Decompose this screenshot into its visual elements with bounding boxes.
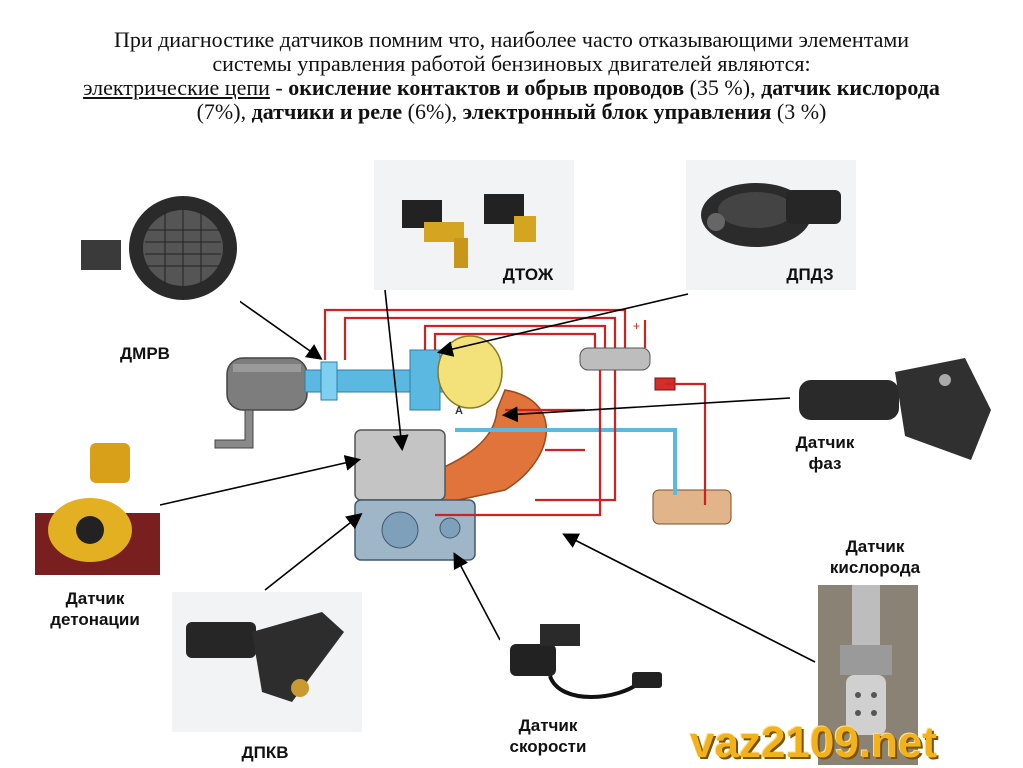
dpdz-label: ДПДЗ bbox=[786, 265, 834, 284]
arrow-dpdz bbox=[436, 293, 689, 357]
mass-air-flow-sensor-icon bbox=[81, 196, 237, 300]
wiring-harness bbox=[323, 308, 707, 517]
speed-sensor-icon bbox=[510, 624, 662, 699]
crankshaft-sensor-icon bbox=[186, 612, 344, 702]
fuel-line bbox=[455, 428, 677, 495]
oxygen-sensor-icon bbox=[840, 585, 892, 735]
heading-pct-3: (3 %) bbox=[771, 99, 827, 124]
heading-electric-circuits: электрические цепи bbox=[83, 75, 270, 100]
heading-ecu: электронный блок управления bbox=[462, 99, 772, 124]
intake-pipe-icon bbox=[304, 349, 456, 411]
dmrv-label: ДМРВ bbox=[120, 344, 170, 363]
speed-sensor-label-line1: Датчик bbox=[518, 716, 578, 735]
diagram-plus-label: + bbox=[633, 319, 640, 333]
arrow-phase bbox=[501, 397, 791, 423]
oxygen-sensor-label-line1: Датчик bbox=[845, 537, 905, 556]
dtozh-label: ДТОЖ bbox=[502, 265, 554, 284]
dpkv-label: ДПКВ bbox=[241, 743, 289, 762]
heading-line-3: электрические цепи - окисление контактов… bbox=[0, 76, 1023, 100]
oxygen-sensor-photo bbox=[818, 585, 918, 765]
arrow-dpkv bbox=[264, 513, 363, 591]
heading-line-4: (7%), датчики и реле (6%), электронный б… bbox=[0, 100, 1023, 124]
oxygen-sensor-label: Датчик кислорода bbox=[800, 536, 950, 578]
throttle-position-sensor-icon bbox=[701, 183, 841, 247]
heading-dash: - bbox=[269, 75, 289, 100]
heading-sensors-relays: датчики и реле bbox=[251, 99, 403, 124]
phase-sensor-label: Датчик фаз bbox=[785, 432, 865, 474]
heading-text: При диагностике датчиков помним что, наи… bbox=[0, 28, 1023, 124]
arrow-speed bbox=[453, 552, 501, 641]
heading-oxidation: окисление контактов и обрыв проводов bbox=[288, 75, 685, 100]
speed-sensor-label: Датчик скорости bbox=[488, 715, 608, 757]
arrow-knock bbox=[159, 455, 362, 506]
phase-sensor-label-line2: фаз bbox=[808, 454, 842, 473]
dmrv-photo bbox=[75, 190, 240, 305]
dpdz-photo bbox=[686, 160, 856, 290]
coolant-temp-sensor-icon bbox=[402, 194, 536, 268]
phase-sensor-icon bbox=[799, 358, 991, 460]
oxygen-sensor-label-line2: кислорода bbox=[829, 558, 921, 577]
air-filter-icon bbox=[214, 357, 308, 449]
phase-sensor-photo bbox=[795, 350, 1000, 470]
arrow-dmrv bbox=[234, 297, 323, 360]
knock-sensor-photo bbox=[35, 435, 160, 575]
knock-sensor-label: Датчик детонации bbox=[20, 588, 170, 630]
heading-pct-35: (35 %), bbox=[684, 75, 762, 100]
fuel-tank-icon bbox=[652, 489, 732, 525]
heading-line-1: При диагностике датчиков помним что, наи… bbox=[113, 27, 910, 52]
heading-line-2: системы управления работой бензиновых дв… bbox=[212, 51, 811, 76]
knock-sensor-icon bbox=[35, 443, 160, 575]
arrow-oxygen bbox=[562, 533, 816, 663]
speed-sensor-photo bbox=[500, 610, 670, 710]
engine-system-diagram: + A bbox=[214, 308, 732, 561]
heading-pct-7: (7%), bbox=[196, 99, 252, 124]
arrow-dtozh bbox=[384, 289, 409, 452]
knock-sensor-label-line2: детонации bbox=[50, 610, 140, 629]
phase-sensor-label-line1: Датчик bbox=[795, 433, 855, 452]
speed-sensor-label-line2: скорости bbox=[509, 737, 587, 756]
knock-sensor-label-line1: Датчик bbox=[65, 589, 125, 608]
dpkv-photo bbox=[172, 592, 362, 732]
heading-oxygen-sensor: датчик кислорода bbox=[761, 75, 940, 100]
dtozh-photo bbox=[374, 160, 574, 290]
site-watermark: vaz2109.net bbox=[690, 718, 938, 767]
diagram-a-label: A bbox=[455, 405, 463, 417]
heading-pct-6: (6%), bbox=[402, 99, 463, 124]
